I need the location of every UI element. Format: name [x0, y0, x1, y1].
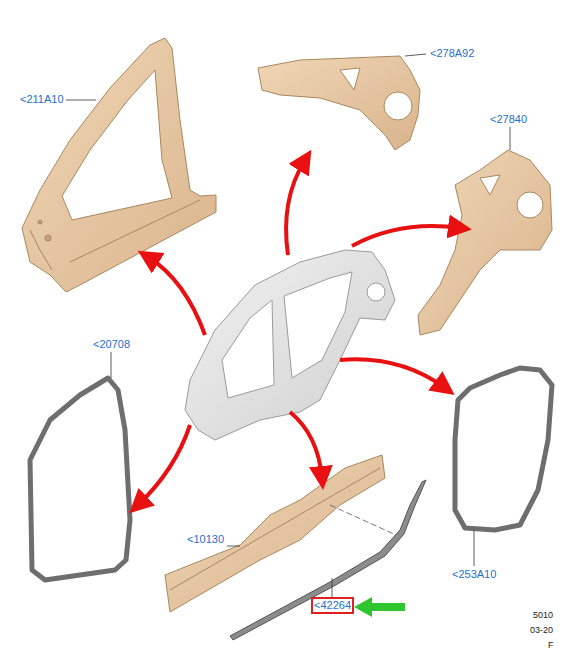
drawing-ref: 03-20	[530, 625, 553, 636]
rocker-molding	[230, 480, 426, 640]
body-side-assembly	[185, 250, 395, 440]
rocker-sill	[165, 455, 385, 612]
part-callout: <278A92	[430, 47, 474, 60]
part-callout: <10130	[187, 533, 224, 546]
highlight-arrow	[354, 597, 405, 617]
part-callout: <253A10	[452, 568, 496, 581]
part-callout: <27840	[490, 113, 527, 126]
drawing-ref: F	[548, 640, 554, 651]
part-callout: <211A10	[20, 93, 64, 106]
part-callout: <20708	[93, 338, 130, 351]
leader-lines	[66, 54, 510, 598]
part-callout: <42264	[313, 599, 352, 612]
explode-arrows	[138, 160, 460, 505]
front-door-seal	[30, 378, 130, 580]
drawing-ref: 5010	[533, 610, 553, 621]
quarter-panel-upper	[258, 56, 420, 150]
quarter-panel-inner	[418, 150, 552, 335]
body-side-frame	[22, 38, 216, 292]
rear-door-seal	[455, 368, 552, 530]
